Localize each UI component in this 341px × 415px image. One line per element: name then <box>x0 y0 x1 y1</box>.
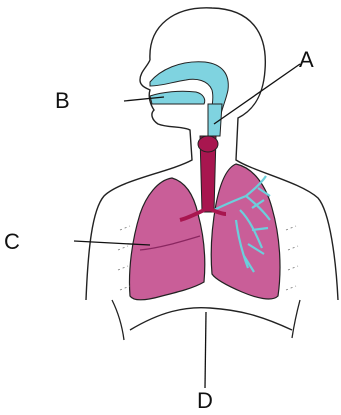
larynx <box>198 136 218 152</box>
label-a: A <box>299 49 314 71</box>
lung-left <box>129 178 204 300</box>
lung-right <box>211 164 280 299</box>
label-d: D <box>197 390 213 412</box>
label-b: B <box>55 90 70 112</box>
diaphragm <box>130 308 292 330</box>
label-c: C <box>4 231 20 253</box>
leader-line-d <box>205 312 206 388</box>
